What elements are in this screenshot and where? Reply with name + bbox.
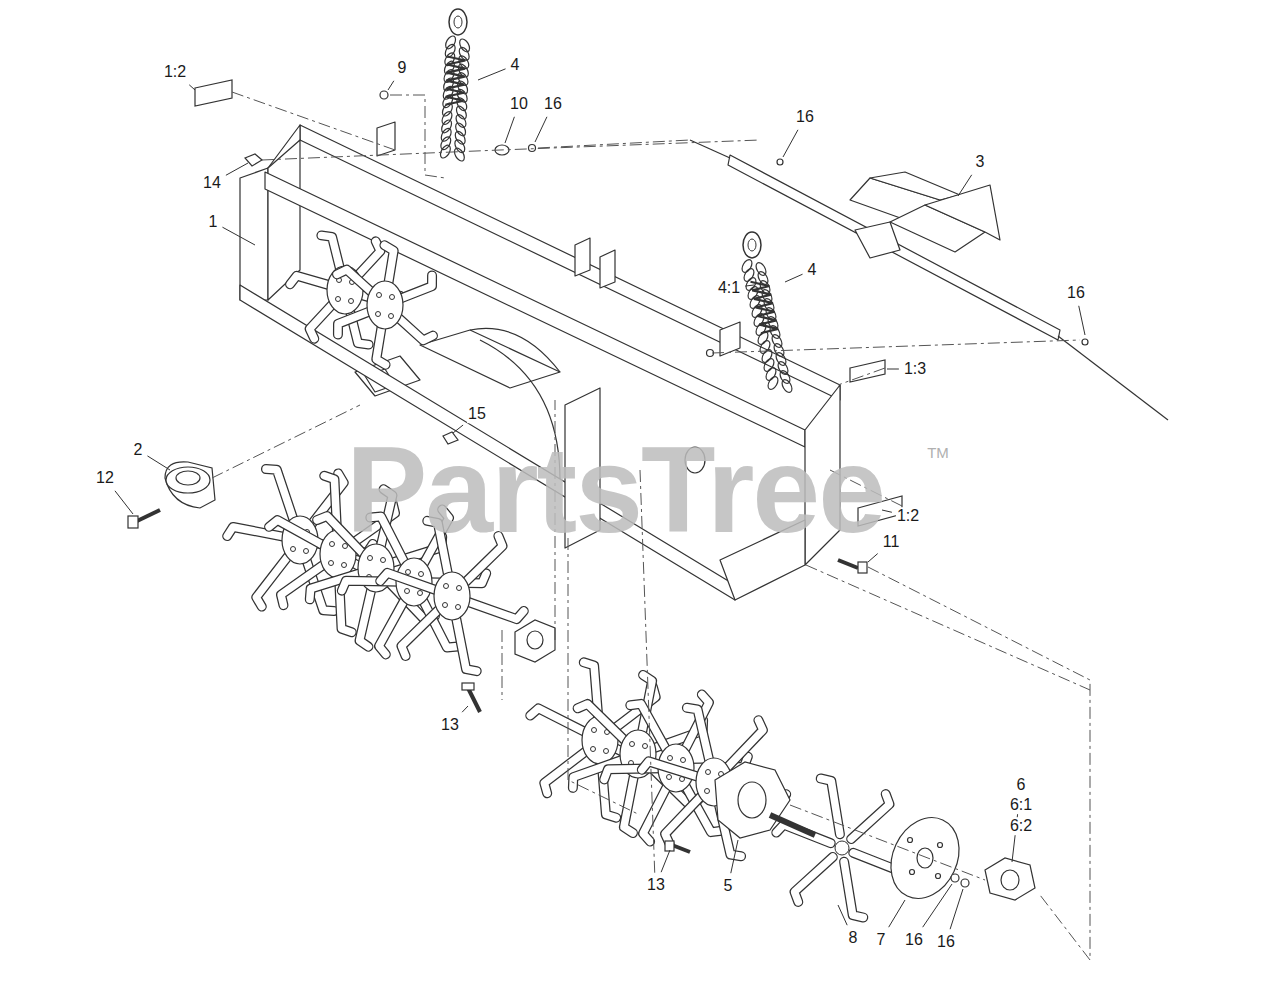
callout-number: 16 [1066, 284, 1086, 302]
leader-line [731, 840, 738, 873]
tine-wheel [530, 662, 669, 817]
leader-line [222, 227, 255, 245]
leader-line [950, 889, 963, 929]
callout-number: 16 [936, 933, 956, 951]
callout-number: 3 [975, 153, 986, 171]
leader-line [783, 130, 798, 157]
assembly-lines [212, 92, 1090, 960]
callout-number: 14 [202, 174, 222, 192]
hardware [128, 80, 1035, 910]
leader-line [478, 69, 506, 80]
leader-line [745, 285, 754, 286]
leader-line [189, 85, 195, 90]
callout-number: 16 [795, 108, 815, 126]
watermark: PartsTree [346, 429, 884, 551]
leader-line [868, 554, 878, 562]
leader-line [147, 456, 170, 470]
callout-number: 7 [876, 931, 887, 949]
leader-line [462, 706, 468, 712]
leader-lines [115, 69, 1085, 929]
callout-number: 13 [440, 716, 460, 734]
leader-line [505, 117, 514, 143]
leader-line [1079, 306, 1085, 335]
callout-number: 1:2 [163, 63, 187, 81]
callout-number: 12 [95, 469, 115, 487]
callout-number: 6:2 [1009, 817, 1033, 835]
callout-number: 5 [723, 877, 734, 895]
callout-number: 15 [467, 405, 487, 423]
leader-line [889, 900, 905, 927]
callout-number: 13 [646, 876, 666, 894]
callout-number: 6 [1016, 776, 1027, 794]
chain-spring [740, 232, 794, 394]
callout-number: 1 [208, 213, 219, 231]
callout-number: 4 [510, 56, 521, 74]
callout-number: 10 [509, 95, 529, 113]
callout-number: 1:2 [896, 507, 920, 525]
leader-line [785, 274, 803, 282]
leader-line [661, 850, 670, 872]
tine-wheel [776, 778, 907, 917]
callout-number: 1:3 [903, 360, 927, 378]
leader-line [388, 81, 394, 90]
tine-wheels-rear [290, 235, 433, 364]
callout-number: 9 [397, 59, 408, 77]
leader-line [115, 491, 133, 514]
callout-number: 6:1 [1009, 796, 1033, 814]
callout-number: 2 [133, 441, 144, 459]
leader-line [535, 117, 547, 142]
leader-line [923, 884, 952, 927]
leader-line [838, 905, 847, 925]
leader-line [887, 369, 899, 370]
callout-number: 8 [848, 929, 859, 947]
tine-wheel [337, 245, 433, 364]
chain-spring [438, 9, 471, 163]
callout-number: 16 [904, 931, 924, 949]
trademark: TM [927, 445, 949, 460]
hitch-bar [690, 140, 1168, 420]
callout-number: 4 [807, 261, 818, 279]
callout-number: 4:1 [717, 279, 741, 297]
leader-line [958, 175, 972, 196]
leader-line [226, 163, 248, 175]
callout-number: 16 [543, 95, 563, 113]
chains [438, 9, 794, 394]
callout-number: 11 [882, 533, 901, 551]
